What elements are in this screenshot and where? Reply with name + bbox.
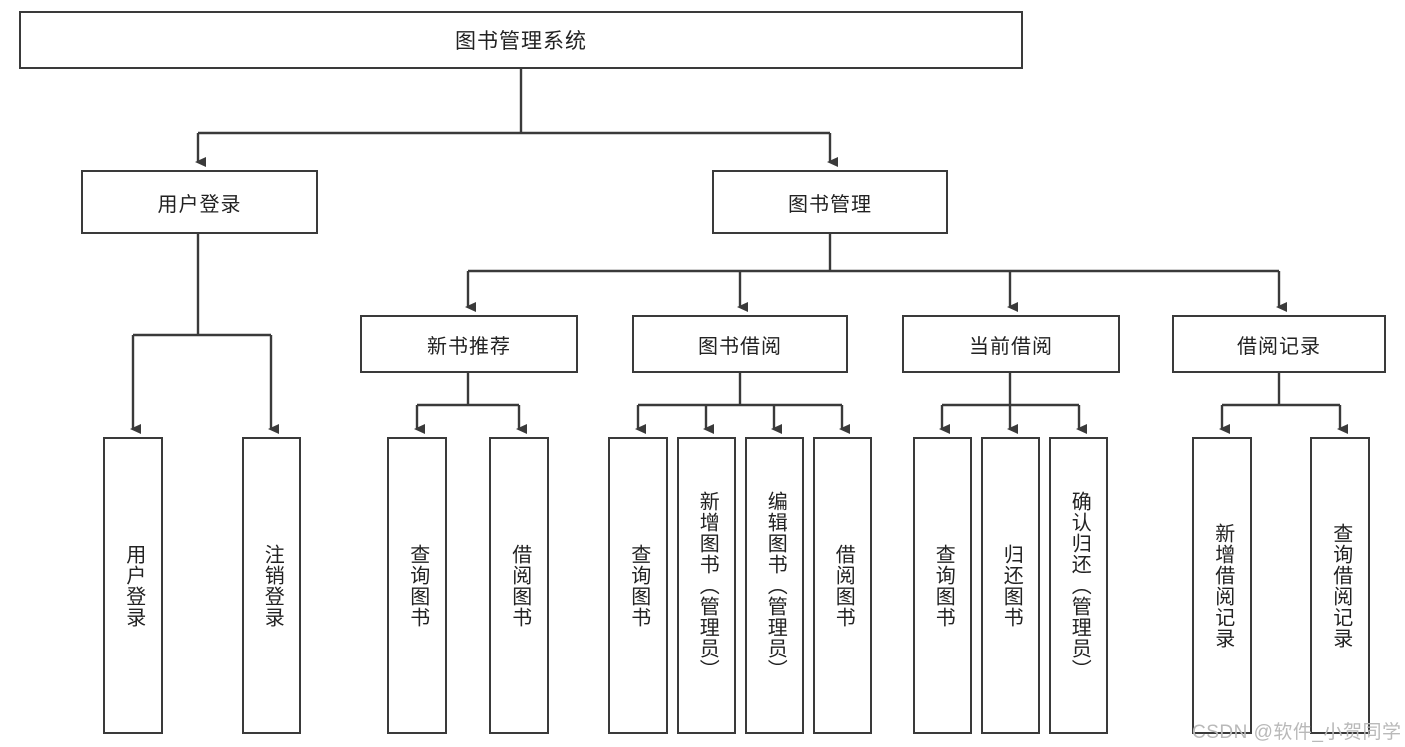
node-book-borrow[interactable]: 图书借阅 <box>632 315 848 373</box>
node-current-borrow[interactable]: 当前借阅 <box>902 315 1120 373</box>
leaf-user-login[interactable]: 用户登录 <box>103 437 163 734</box>
leaf-add-book-admin[interactable]: 新增图书（管理员） <box>677 437 736 734</box>
leaf-borrow-book-recommend[interactable]: 借阅图书 <box>489 437 549 734</box>
leaf-return-book[interactable]: 归还图书 <box>981 437 1040 734</box>
leaf-add-borrow-record[interactable]: 新增借阅记录 <box>1192 437 1252 734</box>
leaf-query-book-recommend[interactable]: 查询图书 <box>387 437 447 734</box>
leaf-query-borrow-record[interactable]: 查询借阅记录 <box>1310 437 1370 734</box>
leaf-edit-book-admin[interactable]: 编辑图书（管理员） <box>745 437 804 734</box>
leaf-query-book-current[interactable]: 查询图书 <box>913 437 972 734</box>
leaf-logout[interactable]: 注销登录 <box>242 437 301 734</box>
node-borrow-record[interactable]: 借阅记录 <box>1172 315 1386 373</box>
leaf-query-book-borrow[interactable]: 查询图书 <box>608 437 668 734</box>
node-root-book-management-system[interactable]: 图书管理系统 <box>19 11 1023 69</box>
leaf-borrow-book[interactable]: 借阅图书 <box>813 437 872 734</box>
watermark: CSDN @软件_小贺同学 <box>1192 722 1402 743</box>
node-user-login[interactable]: 用户登录 <box>81 170 318 234</box>
node-book-management[interactable]: 图书管理 <box>712 170 948 234</box>
node-new-book-recommend[interactable]: 新书推荐 <box>360 315 578 373</box>
leaf-confirm-return-admin[interactable]: 确认归还（管理员） <box>1049 437 1108 734</box>
